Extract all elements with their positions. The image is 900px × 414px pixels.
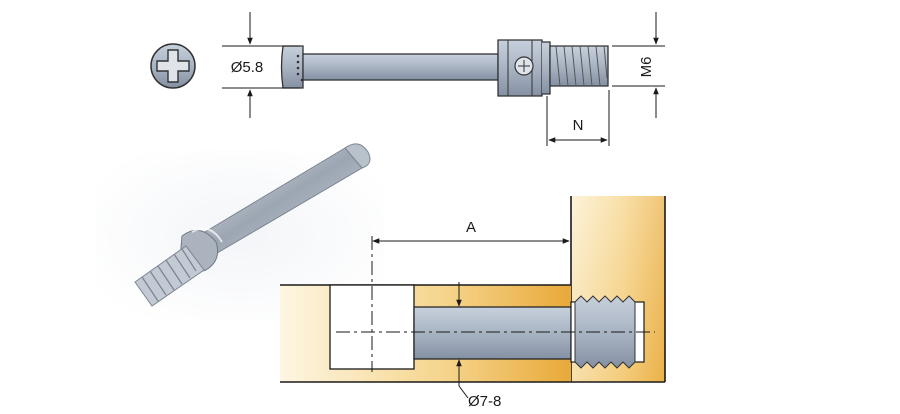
assembly-cross-section [280, 196, 666, 383]
shaft-diameter-label: Ø5.8 [231, 59, 264, 76]
dimension-thread-length: N [546, 90, 610, 146]
phillips-cross-head-icon [156, 49, 190, 83]
thread-size-label: M6 [638, 57, 655, 78]
center-distance-label: A [466, 219, 476, 236]
dimension-hole-diameter: Ø7-8 [456, 282, 501, 410]
head-end-view [150, 43, 196, 89]
bolt-side-view [280, 39, 609, 97]
dimension-shaft-diameter: Ø5.8 [222, 12, 300, 118]
hole-diameter-label: Ø7-8 [468, 393, 501, 410]
dimension-center-distance: A [372, 219, 570, 244]
dimension-thread-size: M6 [612, 12, 665, 118]
thread-length-label: N [573, 117, 584, 134]
